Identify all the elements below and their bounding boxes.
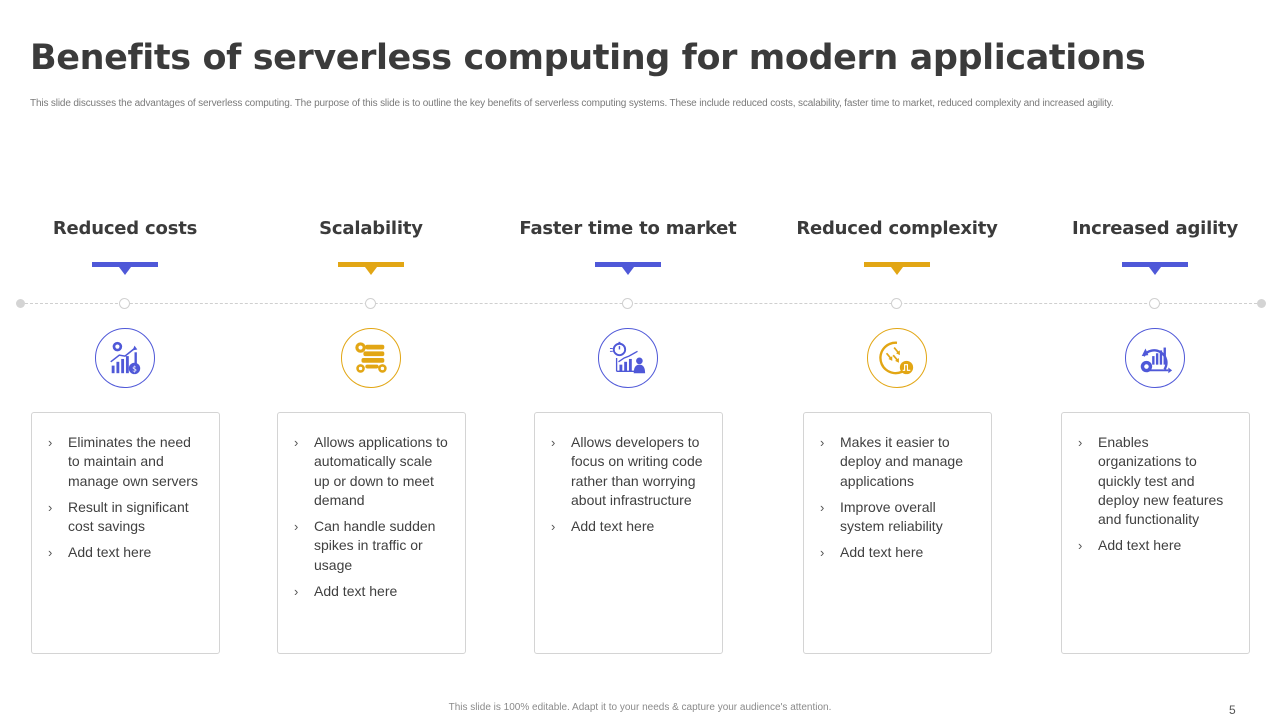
bullet-item: ›Result in significant cost savings xyxy=(48,498,189,535)
benefit-heading: Reduced costs xyxy=(52,218,198,239)
chevron-right-icon: › xyxy=(48,499,53,515)
chevron-right-icon: › xyxy=(48,435,53,450)
bullet-item: ›Eliminates the need to maintain and man… xyxy=(48,434,198,489)
chevron-right-icon: › xyxy=(294,584,299,600)
marker-bar xyxy=(338,262,404,267)
marker-pointer xyxy=(365,267,377,275)
cost-savings-chart-icon: $ xyxy=(95,328,155,388)
bullet-item: ›Add text here xyxy=(820,543,977,562)
timeline-node xyxy=(1149,298,1160,309)
chevron-right-icon: › xyxy=(551,519,556,535)
marker-bar xyxy=(1122,262,1188,267)
bullet-item: ›Allows applications to automatically sc… xyxy=(294,434,448,508)
bullet-item: ›Makes it easier to deploy and manage ap… xyxy=(820,434,963,489)
slide-subtitle: This slide discusses the advantages of s… xyxy=(30,98,1114,109)
benefit-heading: Increased agility xyxy=(1072,218,1238,239)
marker-bar xyxy=(864,262,930,267)
chevron-right-icon: › xyxy=(294,519,299,535)
bullet-item: ›Add text here xyxy=(1078,536,1235,555)
chevron-right-icon: › xyxy=(48,545,53,561)
stopwatch-growth-user-icon xyxy=(598,328,658,388)
timeline-node xyxy=(891,298,902,309)
benefit-card-scalability: ›Allows applications to automatically sc… xyxy=(277,412,466,654)
chevron-right-icon: › xyxy=(294,435,299,450)
marker-pointer xyxy=(622,267,634,275)
marker-pointer xyxy=(891,267,903,275)
timeline-node xyxy=(365,298,376,309)
marker-bar xyxy=(92,262,158,267)
page-number: 5 xyxy=(1229,703,1236,717)
reduce-arrows-signal-icon xyxy=(867,328,927,388)
timeline-node xyxy=(622,298,633,309)
benefit-heading: Scalability xyxy=(319,218,423,239)
bullet-item: ›Add text here xyxy=(48,543,205,562)
bullet-item: ›Add text here xyxy=(294,582,451,601)
marker-pointer xyxy=(119,267,131,275)
marker-bar xyxy=(595,262,661,267)
chevron-right-icon: › xyxy=(1078,435,1083,450)
slide-footer-note: This slide is 100% editable. Adapt it to… xyxy=(448,702,832,713)
chevron-right-icon: › xyxy=(551,435,556,450)
marker-pointer xyxy=(1149,267,1161,275)
chevron-right-icon: › xyxy=(820,499,825,515)
svg-text:$: $ xyxy=(132,364,137,373)
chevron-right-icon: › xyxy=(1078,538,1083,554)
bullet-item: ›Add text here xyxy=(551,517,708,536)
bullet-item: ›Can handle sudden spikes in traffic or … xyxy=(294,518,436,573)
chevron-right-icon: › xyxy=(820,545,825,561)
server-stack-gears-icon xyxy=(341,328,401,388)
bullet-item: ›Improve overall system reliability xyxy=(820,498,943,535)
benefit-heading: Reduced complexity xyxy=(796,218,998,239)
agile-cycle-gear-chart-icon xyxy=(1125,328,1185,388)
timeline-node xyxy=(119,298,130,309)
bullet-item: ›Enables organizations to quickly test a… xyxy=(1078,434,1224,528)
timeline-line xyxy=(20,303,1262,304)
benefit-card-faster-time-to-market: ›Allows developers to focus on writing c… xyxy=(534,412,723,654)
benefit-card-increased-agility: ›Enables organizations to quickly test a… xyxy=(1061,412,1250,654)
slide-title: Benefits of serverless computing for mod… xyxy=(30,38,1146,78)
timeline-end-dot xyxy=(1257,299,1266,308)
benefit-card-reduced-complexity: ›Makes it easier to deploy and manage ap… xyxy=(803,412,992,654)
timeline-start-dot xyxy=(16,299,25,308)
benefit-heading: Faster time to market xyxy=(519,218,737,239)
bullet-item: ›Allows developers to focus on writing c… xyxy=(551,434,703,508)
benefit-card-reduced-costs: ›Eliminates the need to maintain and man… xyxy=(31,412,220,654)
chevron-right-icon: › xyxy=(820,435,825,450)
